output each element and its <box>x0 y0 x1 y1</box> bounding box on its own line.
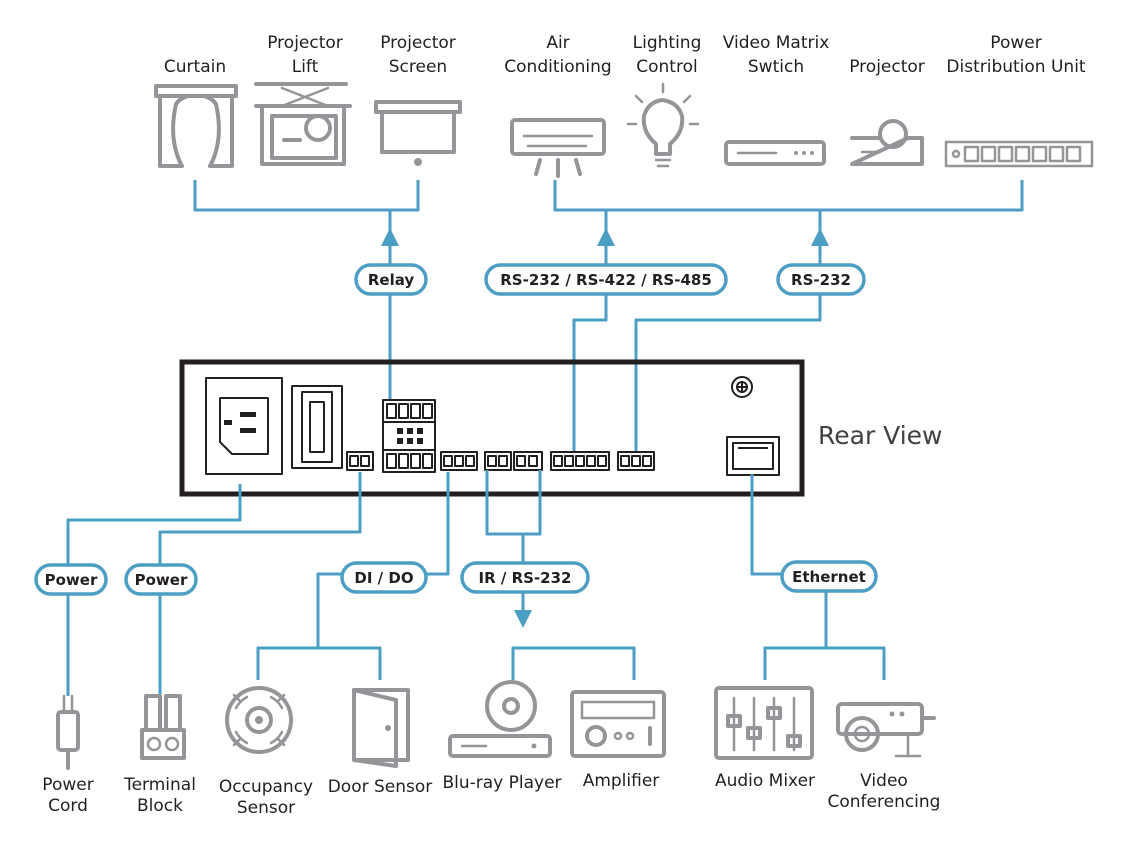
pdu-icon <box>944 140 1094 168</box>
door-sensor-label: Door Sensor <box>328 777 433 797</box>
power-block-badge-label: Power <box>135 571 188 589</box>
video-conferencing-label-line2: Conferencing <box>828 792 941 812</box>
projector-screen-label-line2: Screen <box>389 57 447 77</box>
rear-panel <box>179 359 805 497</box>
door-sensor-icon <box>352 688 410 768</box>
rear-view-label: Rear View <box>818 421 943 450</box>
lighting-control-label-line2: Control <box>636 57 697 77</box>
bluray-player-label: Blu-ray Player <box>442 773 561 793</box>
ir-rs232-badge-label: IR / RS-232 <box>479 569 572 587</box>
projector-lift-label-line2: Lift <box>292 57 319 77</box>
occupancy-sensor-label-line1: Occupancy <box>219 777 313 797</box>
rs232-arrow <box>811 228 829 246</box>
rs232-badge <box>776 263 866 296</box>
terminal-block-label-line1: Terminal <box>123 775 196 795</box>
pdu-label-line1: Power <box>990 33 1041 53</box>
power-cord-badge-label: Power <box>45 571 98 589</box>
relay-badge <box>354 263 428 296</box>
power-inlet <box>205 377 283 475</box>
ir-rs232-arrow <box>514 610 532 628</box>
video-matrix-label-line2: Swtich <box>748 57 804 77</box>
serial-multi-badge <box>484 263 728 296</box>
projector-lift-label-line1: Projector <box>267 33 343 53</box>
video-matrix-label-line1: Video Matrix <box>723 33 830 53</box>
air-conditioning-icon <box>510 118 606 178</box>
ethernet-badge <box>780 560 878 593</box>
light-bulb-icon <box>626 82 700 168</box>
ground-screw <box>731 376 753 398</box>
ir-rs232-badge <box>460 561 590 594</box>
power-cord-icon <box>56 694 80 770</box>
ethernet-port <box>726 436 780 476</box>
air-conditioning-label-line1: Air <box>546 33 569 53</box>
projector-screen-label-line1: Projector <box>380 33 456 53</box>
ir-rs232-terminals <box>484 451 543 471</box>
video-conferencing-icon <box>836 702 936 758</box>
terminal-block-icon <box>140 694 186 760</box>
rs232-badge-label: RS-232 <box>791 271 851 289</box>
di-do-terminal <box>440 451 478 471</box>
ethernet-badge-label: Ethernet <box>792 568 866 586</box>
relay-badge-label: Relay <box>368 271 415 289</box>
projector-screen-icon <box>374 100 462 166</box>
serial-multi-arrow <box>597 228 615 246</box>
relay-arrow <box>381 228 399 246</box>
projector-icon <box>850 119 924 166</box>
serial-multi-terminal <box>550 451 610 471</box>
amplifier-label: Amplifier <box>583 771 660 791</box>
power-terminal <box>346 451 374 471</box>
relay-terminals <box>382 399 436 473</box>
projector-lift-icon <box>254 82 352 166</box>
terminal-block-label-line2: Block <box>137 796 183 816</box>
curtain-label: Curtain <box>164 57 226 77</box>
video-matrix-icon <box>724 140 826 166</box>
power-cord-label-line1: Power <box>42 775 93 795</box>
power-block-badge <box>124 563 198 596</box>
projector-label: Projector <box>849 57 925 77</box>
audio-mixer-label: Audio Mixer <box>715 771 815 791</box>
di-do-badge <box>340 561 428 594</box>
power-cord-label-line2: Cord <box>48 796 88 816</box>
bluray-player-icon <box>448 680 552 758</box>
rs232-terminal <box>617 451 655 471</box>
curtain-icon <box>154 84 238 168</box>
lighting-control-label-line1: Lighting <box>633 33 702 53</box>
amplifier-icon <box>570 690 666 758</box>
di-do-badge-label: DI / DO <box>354 569 413 587</box>
serial-multi-badge-label: RS-232 / RS-422 / RS-485 <box>500 271 712 289</box>
power-cord-badge <box>34 563 108 596</box>
occupancy-sensor-icon <box>225 686 293 754</box>
power-switch <box>291 385 343 469</box>
top-wiring <box>193 180 1024 452</box>
video-conferencing-label-line1: Video <box>860 771 908 791</box>
pdu-label-line2: Distribution Unit <box>946 57 1086 77</box>
occupancy-sensor-label-line2: Sensor <box>237 798 295 818</box>
air-conditioning-label-line2: Conditioning <box>504 57 611 77</box>
audio-mixer-icon <box>714 686 814 760</box>
